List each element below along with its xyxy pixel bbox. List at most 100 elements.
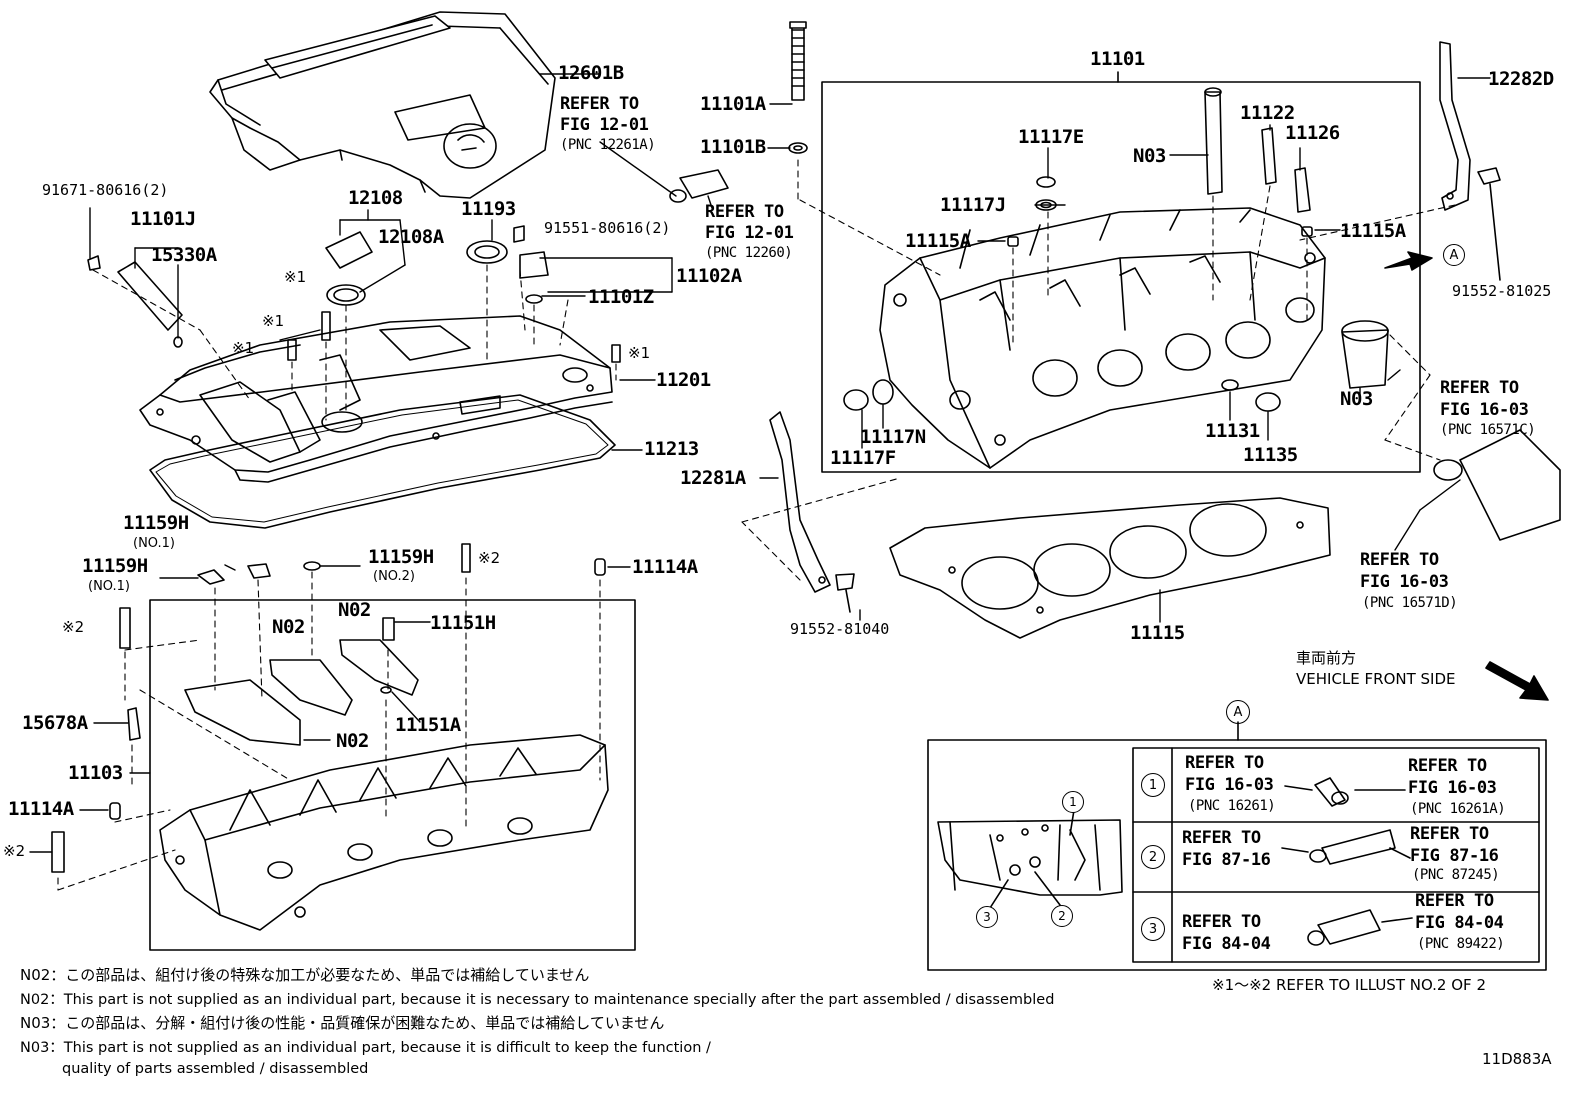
label-11159H-c-no2: (NO.2) [373,569,415,584]
label-11213: 11213 [644,438,699,460]
detail-row-2-number: 2 [1141,845,1165,869]
label-12108: 12108 [348,187,403,209]
detail-2-left-line2: FIG 87-16 [1182,850,1271,870]
label-11193: 11193 [461,198,516,220]
cylinder-head-box [821,81,1421,473]
label-11151H: 11151H [430,612,496,634]
refer-3-pnc: (PNC 16571C) [1440,422,1536,438]
vehicle-front-jp: 車両前方 [1296,649,1357,667]
mark-1-a: ※1 [284,268,307,286]
callout-a-circle: A [1443,244,1465,266]
label-11115A-left: 11115A [905,230,971,252]
note-n02-jp: N02：この部品は、組付け後の特殊な加工が必要なため、単品では補給していません [20,966,590,984]
detail-1-left-pnc: (PNC 16261) [1188,798,1276,814]
label-11126: 11126 [1285,122,1340,144]
label-N03-pipe: N03 [1133,145,1166,167]
label-91552-81040: 91552-81040 [790,620,890,638]
detail-1-left-line1: REFER TO [1185,753,1264,773]
mark-2-b: ※2 [62,618,85,636]
refer-4-pnc: (PNC 16571D) [1362,595,1458,611]
detail-3-right-line2: FIG 84-04 [1415,913,1504,933]
label-12601B: 12601B [558,62,624,84]
detail-3-right-line1: REFER TO [1415,891,1494,911]
label-11115: 11115 [1130,622,1185,644]
head-cover-gasket [149,394,616,529]
refer-1-line1: REFER TO [560,94,639,114]
label-91551-80616: 91551-80616(2) [544,219,671,237]
label-11102A: 11102A [676,265,742,287]
note-n03-en: N03：This part is not supplied as an indi… [20,1040,711,1056]
detail-row-3-number: 3 [1141,917,1165,941]
mark-2-a: ※2 [478,549,501,567]
label-N03-plug: N03 [1340,388,1373,410]
detail-1-left-line2: FIG 16-03 [1185,775,1274,795]
label-11117J: 11117J [940,194,1006,216]
head-cover-illustration [139,315,613,483]
label-N02-b: N02 [338,599,371,621]
mark-1-b: ※1 [262,312,285,330]
label-12282D: 12282D [1488,68,1554,90]
note-n03-en-cont: quality of parts assembled / disassemble… [62,1061,369,1077]
label-91671-80616: 91671-80616(2) [42,181,169,199]
detail-row-1-number: 1 [1141,773,1165,797]
detail-2-right-pnc: (PNC 87245) [1412,867,1500,883]
label-15678A: 15678A [22,712,88,734]
camshaft-housing-illustration [159,734,609,931]
detail-3-left-line2: FIG 84-04 [1182,934,1271,954]
refer-4-line1: REFER TO [1360,550,1439,570]
detail-a-letter: A [1233,704,1243,720]
note-n02-en: N02：This part is not supplied as an indi… [20,992,1055,1008]
label-N02-c: N02 [336,730,369,752]
detail-3-right-pnc: (PNC 89422) [1417,936,1505,952]
label-11122: 11122 [1240,102,1295,124]
refer-3-line2: FIG 16-03 [1440,400,1529,420]
label-N02-a: N02 [272,616,305,638]
label-91552-81025: 91552-81025 [1452,282,1552,300]
detail-2-right-line1: REFER TO [1410,824,1489,844]
label-11159H-a-no1: (NO.1) [133,536,175,551]
label-11159H-a: 11159H [123,512,189,534]
label-11201: 11201 [656,369,711,391]
label-11135: 11135 [1243,444,1298,466]
mark-1-d: ※1 [628,344,651,362]
callout-a-letter: A [1449,247,1459,263]
refer-1-line2: FIG 12-01 [560,115,649,135]
engine-cover-illustration [209,11,556,199]
detail-a-circle: A [1226,700,1250,724]
label-11114A-left: 11114A [8,798,74,820]
detail-sketch-circle-2: 2 [1051,905,1073,927]
label-11159H-b: 11159H [82,555,148,577]
note-n03-jp: N03：この部品は、分解・組付け後の性能・品質確保が困難なため、単品では補給して… [20,1014,665,1032]
label-11117E: 11117E [1018,126,1084,148]
label-11101J: 11101J [130,208,196,230]
illust-reference-note: ※1～※2 REFER TO ILLUST NO.2 OF 2 [1212,976,1486,994]
detail-1-right-pnc: (PNC 16261A) [1410,801,1506,817]
label-12108A: 12108A [378,226,444,248]
detail-2-left-line1: REFER TO [1182,828,1261,848]
detail-sketch-circle-3: 3 [976,906,998,928]
cylinder-head-illustration [879,207,1326,469]
label-11131: 11131 [1205,420,1260,442]
label-11151A: 11151A [395,714,461,736]
label-11103: 11103 [68,762,123,784]
refer-2-line2: FIG 12-01 [705,223,794,243]
camshaft-housing-box [149,599,636,951]
label-11117N: 11117N [860,426,926,448]
refer-1-pnc: (PNC 12261A) [560,137,656,153]
refer-3-line1: REFER TO [1440,378,1519,398]
label-12281A: 12281A [680,467,746,489]
detail-1-right-line1: REFER TO [1408,756,1487,776]
diagram-id: 11D883A [1482,1050,1552,1068]
refer-2-line1: REFER TO [705,202,784,222]
label-11114A-top: 11114A [632,556,698,578]
refer-4-line2: FIG 16-03 [1360,572,1449,592]
detail-sketch-circle-1: 1 [1062,791,1084,813]
detail-a-illustration [927,721,1547,971]
label-11101A: 11101A [700,93,766,115]
label-11117F: 11117F [830,447,896,469]
label-11159H-c: 11159H [368,546,434,568]
head-gasket-illustration [889,497,1331,639]
detail-2-right-line2: FIG 87-16 [1410,846,1499,866]
